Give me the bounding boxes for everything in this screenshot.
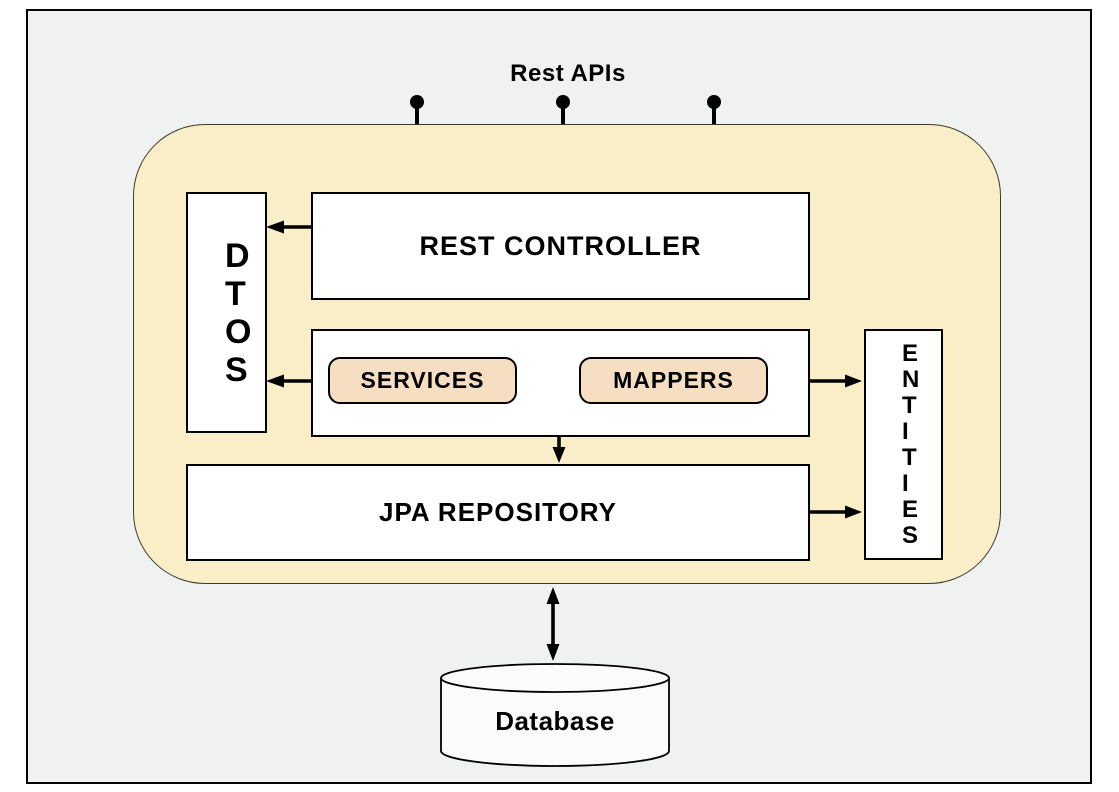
mappers-label: MAPPERS — [613, 367, 734, 393]
jpa-repository-label: JPA REPOSITORY — [379, 497, 617, 527]
entities-label: ENTITIES — [902, 339, 920, 549]
database-cylinder-icon — [440, 663, 670, 767]
node-dtos: DTOS — [186, 192, 267, 433]
arrow-rest-controller-to-dtos-icon — [266, 220, 311, 234]
node-jpa-repository: JPA REPOSITORY — [186, 464, 810, 561]
rest-apis-title: Rest APIs — [510, 60, 626, 87]
node-database: Database — [439, 662, 671, 768]
node-mappers: MAPPERS — [579, 357, 768, 404]
database-label: Database — [495, 706, 615, 736]
node-rest-controller: REST CONTROLLER — [311, 192, 810, 300]
arrow-services-to-dtos-icon — [266, 374, 311, 388]
arrow-jpa-repository-to-entities-icon — [810, 505, 862, 519]
node-entities: ENTITIES — [864, 329, 943, 560]
arrow-services-to-jpa-repository-icon — [552, 437, 566, 463]
arrow-jpa-repository-to-database-icon — [546, 587, 560, 661]
services-label: SERVICES — [360, 367, 485, 393]
arrow-services-to-entities-icon — [810, 374, 862, 388]
node-services: SERVICES — [328, 357, 517, 404]
rest-controller-label: REST CONTROLLER — [419, 230, 702, 261]
dtos-label: DTOS — [225, 236, 252, 389]
